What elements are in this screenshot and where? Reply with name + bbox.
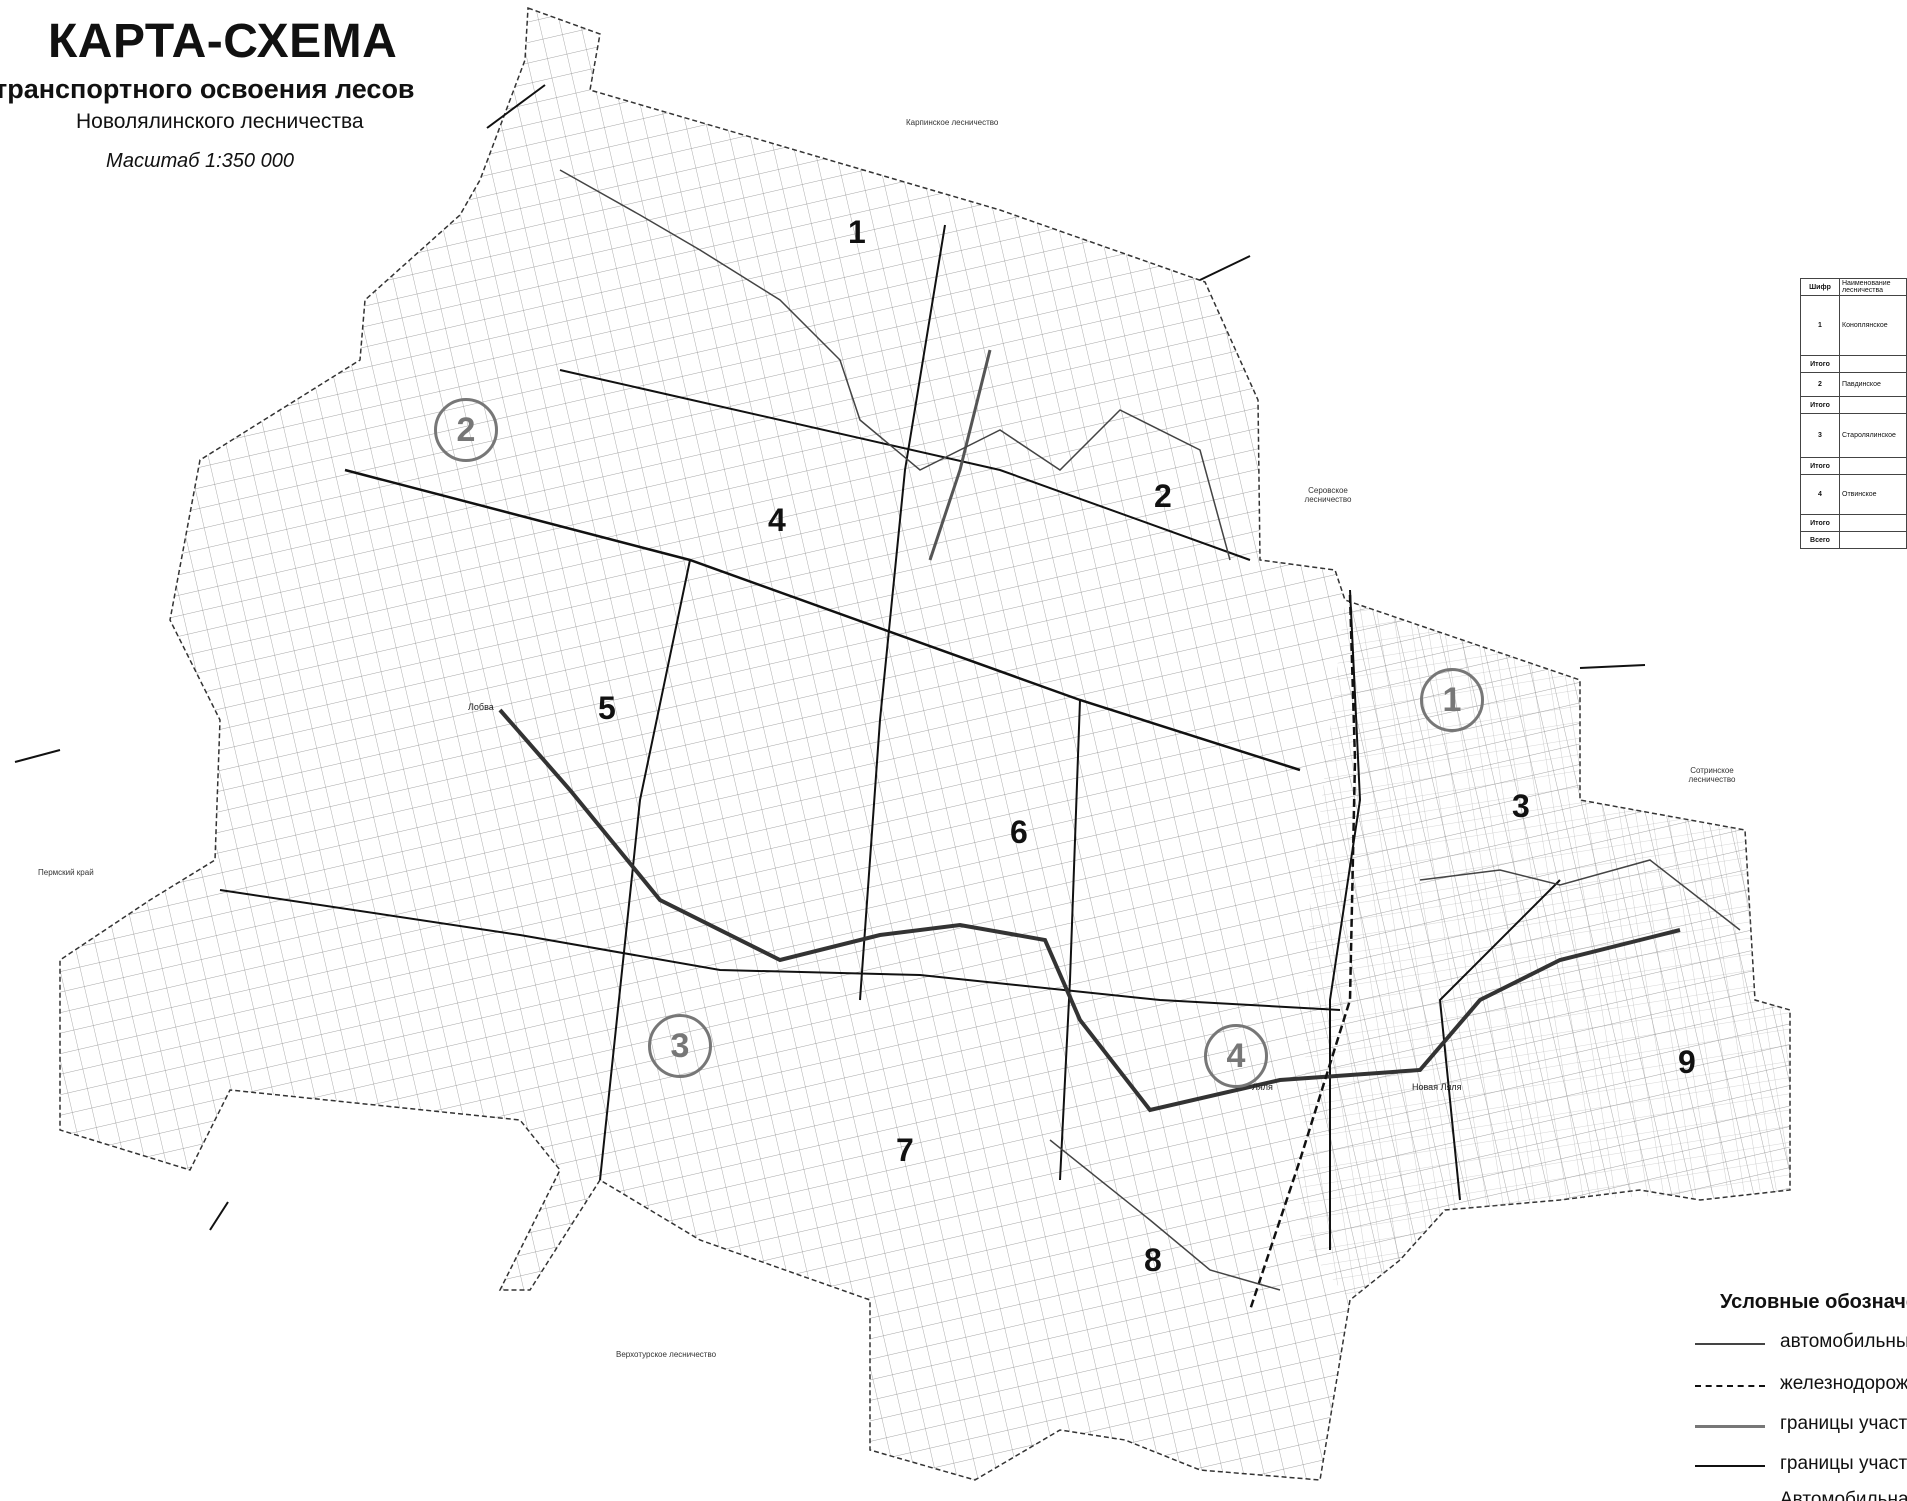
legend-item-plot-boundary: границы участков: [1690, 1453, 1907, 1479]
pointer-e: [1579, 664, 1646, 669]
pointer-ne: [1199, 255, 1251, 281]
table-cell-code: Итого: [1800, 355, 1840, 373]
table-cell-code: Итого: [1800, 396, 1840, 414]
legend-symbol-thin-line: [1695, 1343, 1765, 1345]
table-row: Всего: [1800, 531, 1907, 549]
table-cell-name: Павдинское: [1839, 372, 1907, 397]
boundary-2: [559, 369, 1251, 561]
table-cell-name: [1839, 355, 1907, 373]
district-number-5: 5: [598, 690, 616, 726]
district-number-4: 4: [768, 502, 786, 538]
legend-item-roads: автомобильные дороги: [1690, 1331, 1907, 1357]
table-header-row: Шифр Наименование лесничества: [1800, 278, 1907, 296]
river-1: [559, 169, 1231, 561]
legend-label: границы участков: [1780, 1453, 1907, 1474]
legend-symbol-gray-line: [1695, 1425, 1765, 1428]
town-lobva: Лобва: [468, 702, 494, 712]
railway: [1248, 594, 1357, 1311]
river-2: [1419, 859, 1741, 931]
forestry-name: Новолялинского лесничества: [76, 110, 364, 133]
table-row: 2 Павдинское: [1800, 372, 1907, 397]
legend-symbol-dashed-line: [1695, 1385, 1765, 1387]
pointer-w: [14, 749, 61, 763]
table-row: Итого: [1800, 355, 1907, 373]
neighbor-east: Сотринское лесничество: [1688, 766, 1736, 784]
boundary-8: [1438, 879, 1561, 1201]
neighbor-south: Верхотурское лесничество: [616, 1350, 717, 1359]
map-subtitle: транспортного освоения лесов: [0, 74, 415, 104]
title-block: КАРТА-СХЕМА транспортного освоения лесов…: [0, 0, 470, 190]
table-cell-code: Итого: [1800, 457, 1840, 475]
legend: Условные обозначения автомобильные дорог…: [1690, 1285, 1907, 1501]
table-row: Итого: [1800, 457, 1907, 475]
district-number-3: 3: [1512, 788, 1530, 824]
table-cell-code: Всего: [1800, 531, 1840, 549]
legend-item-railway: железнодорожные пути: [1690, 1373, 1907, 1399]
table-row: 4 Отвинское: [1800, 474, 1907, 515]
map-title: КАРТА-СХЕМА: [48, 15, 398, 68]
table-cell-code: 3: [1800, 413, 1840, 458]
summary-table: Шифр Наименование лесничества 1 Коноплян…: [1800, 278, 1907, 549]
district-number-9: 9: [1678, 1044, 1696, 1080]
participant-circle-1: 1: [1420, 668, 1484, 732]
legend-symbol-black-line: [1695, 1465, 1765, 1467]
legend-label: автомобильные дороги: [1780, 1331, 1907, 1352]
pointer-sw: [209, 1201, 229, 1231]
legend-label: железнодорожные пути: [1780, 1373, 1907, 1394]
boundary-1: [344, 468, 1301, 772]
legend-label: Автомобильная дорога: [1780, 1489, 1907, 1501]
table-header-code: Шифр: [1800, 278, 1840, 296]
table-cell-name: [1839, 514, 1907, 532]
town-lyalya: Ляля: [1252, 1082, 1273, 1092]
participant-circle-3: 3: [648, 1014, 712, 1078]
district-number-7: 7: [896, 1132, 914, 1168]
table-cell-name: [1839, 531, 1907, 549]
territory-east-grid: [1300, 600, 1790, 1300]
town-novaya-lyalya: Новая Ляля: [1412, 1082, 1462, 1092]
table-cell-code: 2: [1800, 372, 1840, 397]
main-road: [498, 708, 1681, 1113]
legend-title: Условные обозначения: [1720, 1291, 1907, 1313]
table-cell-code: Итого: [1800, 514, 1840, 532]
table-header-name: Наименование лесничества: [1839, 278, 1907, 296]
table-cell-code: 1: [1800, 295, 1840, 356]
district-number-8: 8: [1144, 1242, 1162, 1278]
participant-circle-2: 2: [434, 398, 498, 462]
table-row: Итого: [1800, 396, 1907, 414]
map-scale: Масштаб 1:350 000: [106, 150, 294, 172]
neighbor-east-mid: Серовское лесничество: [1304, 486, 1352, 504]
district-number-1: 1: [848, 214, 866, 250]
table-cell-name: [1839, 457, 1907, 475]
legend-item-district-boundary: границы участковых лесничеств: [1690, 1413, 1907, 1439]
legend-item-highway: Автомобильная дорога: [1690, 1489, 1907, 1501]
table-cell-name: Коноплянское: [1839, 295, 1907, 356]
boundary-7: [1329, 589, 1362, 1250]
table-row: Итого: [1800, 514, 1907, 532]
participant-circle-4: 4: [1204, 1024, 1268, 1088]
boundary-4: [859, 224, 946, 1001]
district-number-6: 6: [1010, 814, 1028, 850]
river-3: [1049, 1139, 1281, 1291]
table-cell-code: 4: [1800, 474, 1840, 515]
pointer-nw: [486, 84, 546, 129]
table-row: 1 Коноплянское: [1800, 295, 1907, 356]
neighbor-north: Карпинское лесничество: [906, 118, 999, 127]
boundary-6: [1059, 699, 1081, 1181]
table-cell-name: Старолялинское: [1839, 413, 1907, 458]
table-row: 3 Старолялинское: [1800, 413, 1907, 458]
road-north: [928, 349, 992, 561]
boundary-3: [219, 889, 1341, 1011]
neighbor-west: Пермский край: [38, 868, 94, 877]
table-cell-name: Отвинское: [1839, 474, 1907, 515]
legend-label: границы участковых лесничеств: [1780, 1413, 1907, 1434]
table-cell-name: [1839, 396, 1907, 414]
district-number-2: 2: [1154, 478, 1172, 514]
boundary-5: [599, 559, 691, 1181]
